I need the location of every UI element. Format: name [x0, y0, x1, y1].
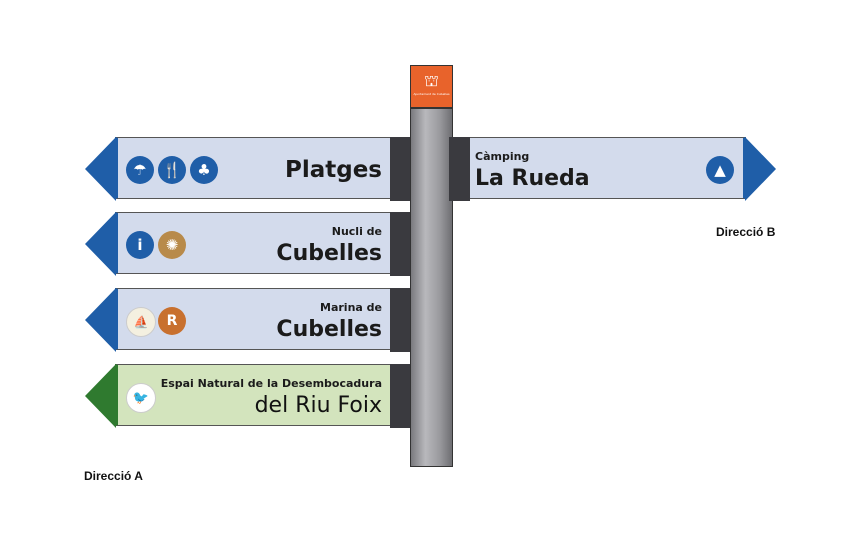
sign-marina-cubelles: ⛵ R Marina de Cubelles	[85, 288, 410, 352]
kingfisher-icon: 🐦	[126, 383, 156, 413]
camping-icon: ▲	[706, 156, 734, 184]
sign-bracket	[390, 364, 410, 428]
arrow-left-icon	[85, 212, 116, 276]
sign-subtitle: Marina de	[320, 301, 382, 314]
sign-platges: ☂ 🍴 ♣ Platges	[85, 137, 410, 201]
sign-title: Cubelles	[276, 317, 382, 342]
arrow-left-icon	[85, 364, 116, 428]
heritage-icon: ✺	[158, 231, 186, 259]
municipal-logo: ⛫ Ajuntament de Cubelles	[410, 65, 453, 108]
sign-subtitle: Càmping	[475, 150, 530, 163]
sign-nucli-cubelles: i ✺ Nucli de Cubelles	[85, 212, 410, 276]
sign-title: La Rueda	[475, 166, 590, 191]
beach-icon: ☂	[126, 156, 154, 184]
sign-subtitle: Espai Natural de la Desembocadura	[160, 377, 382, 390]
sign-title: Platges	[284, 157, 382, 183]
sign-camping-la-rueda: Càmping La Rueda ▲	[449, 137, 776, 201]
sign-title: Cubelles	[276, 241, 382, 266]
arrow-left-icon	[85, 137, 116, 201]
sign-title: del Riu Foix	[254, 393, 382, 418]
sign-bracket	[449, 137, 470, 201]
sign-bracket	[390, 137, 410, 201]
sign-riu-foix: 🐦 Espai Natural de la Desembocadura del …	[85, 364, 410, 428]
arrow-right-icon	[745, 137, 776, 201]
sign-bracket	[390, 288, 410, 352]
restaurant-icon: 🍴	[158, 156, 186, 184]
picnic-icon: ♣	[190, 156, 218, 184]
coat-of-arms-icon: ⛫	[424, 71, 439, 90]
route-icon: R	[158, 307, 186, 335]
sign-bracket	[390, 212, 410, 276]
info-icon: i	[126, 231, 154, 259]
logo-caption: Ajuntament de Cubelles	[413, 92, 450, 96]
direction-a-label: Direcció A	[84, 469, 143, 483]
marina-icon: ⛵	[126, 307, 156, 337]
sign-subtitle: Nucli de	[331, 225, 382, 238]
signpost-pole	[410, 108, 453, 467]
direction-b-label: Direcció B	[716, 225, 776, 239]
arrow-left-icon	[85, 288, 116, 352]
